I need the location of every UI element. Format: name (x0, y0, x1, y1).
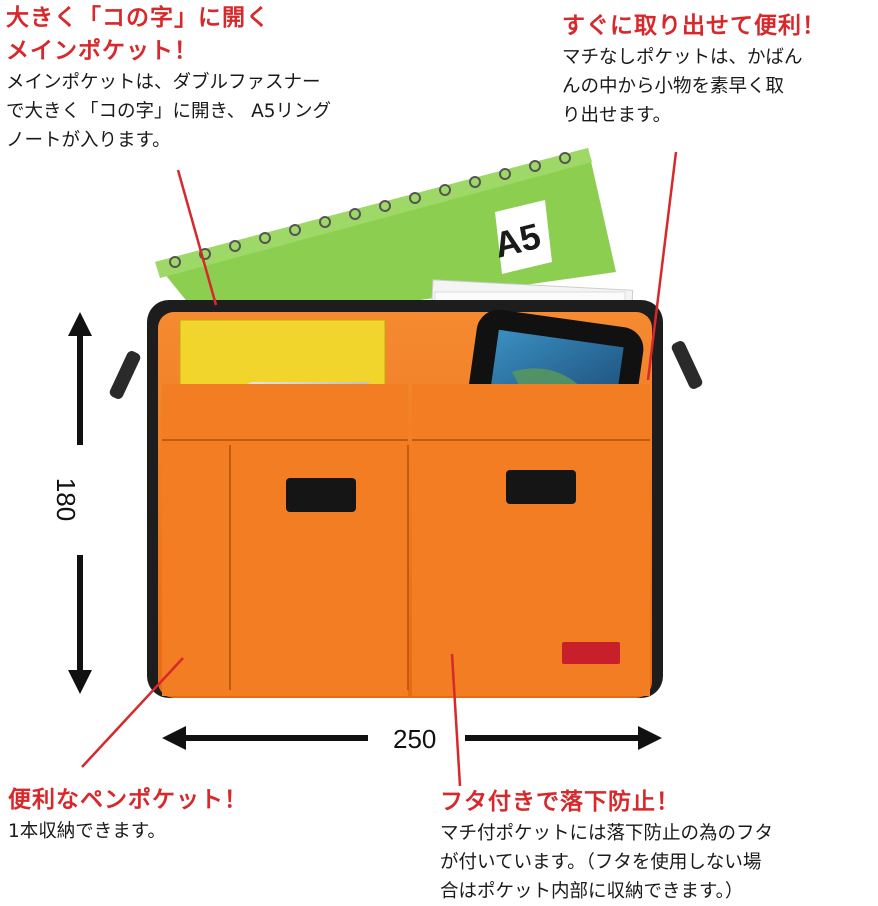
callout-pen-pocket: 便利なペンポケット！ 1本収納できます。 (8, 784, 248, 846)
callout-desc: 1本収納できます。 (8, 821, 166, 842)
callout-quick-access: すぐに取り出せて便利！ マチなしポケットは、かばん んの中から小物を素早く取 り… (562, 10, 826, 130)
callout-desc: マチ付ポケットには落下防止の為のフタ (440, 823, 774, 844)
callout-title: フタ付きで落下防止！ (440, 789, 680, 815)
dimension-width-label: 250 (393, 724, 437, 754)
yellow-notebook (179, 319, 386, 393)
callout-title: すぐに取り出せて便利！ (562, 13, 826, 39)
dimension-arrows (68, 312, 662, 750)
callout-desc: メインポケットは、ダブルファスナー (6, 72, 321, 93)
notebook-rings (169, 152, 571, 268)
callout-title: 便利なペンポケット！ (8, 787, 248, 813)
callout-desc: が付いています。（フタを使用しない場 (440, 852, 762, 873)
callout-title: メインポケット！ (6, 38, 198, 64)
callout-desc: マチなしポケットは、かばん (562, 47, 803, 68)
callout-desc: で大きく「コの字」に開き、 A5リング (6, 101, 332, 122)
velcro-tab-right (506, 470, 576, 504)
callout-title: 大きく「コの字」に開く (6, 5, 270, 31)
bag-in-bag (109, 300, 703, 698)
callout-desc: 合はポケット内部に収納できます。） (440, 881, 744, 902)
callout-flap-pocket: フタ付きで落下防止！ マチ付ポケットには落下防止の為のフタ が付いています。（フ… (440, 786, 773, 906)
callout-desc: んの中から小物を素早く取 (562, 76, 785, 97)
callout-lines (81, 151, 678, 787)
front-pockets (162, 384, 650, 696)
zipper-pulls (109, 341, 703, 399)
velcro-tab-left (286, 478, 356, 512)
callout-desc: り出せます。 (562, 105, 672, 126)
dimension-height-label: 180 (51, 477, 82, 522)
callout-main-pocket: 大きく「コの字」に開く メインポケット！ メインポケットは、ダブルファスナー で… (6, 2, 331, 155)
brand-tag (562, 642, 620, 664)
callout-desc: ノートが入ります。 (6, 130, 171, 151)
